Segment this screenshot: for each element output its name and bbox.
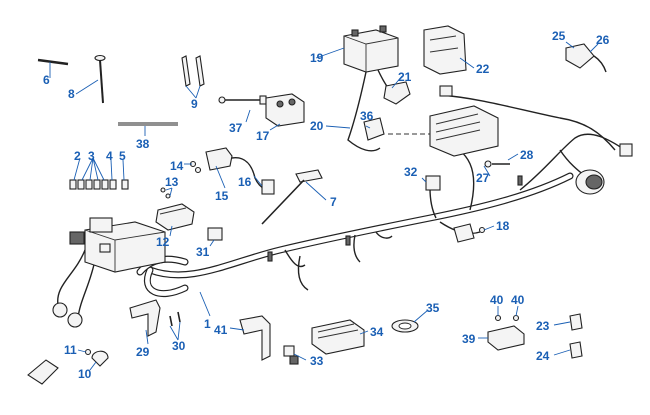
part-31-connector <box>207 227 223 241</box>
part-18-connector <box>453 223 486 243</box>
part-33-connectors <box>283 345 299 365</box>
callout-34: 34 <box>370 325 384 339</box>
callout-15: 15 <box>215 189 229 203</box>
callout-5: 5 <box>119 149 126 163</box>
callout-6: 6 <box>43 73 50 87</box>
part-30-screws <box>169 311 181 327</box>
part-23-24-relays <box>569 313 583 359</box>
callout-13: 13 <box>165 175 179 189</box>
part-41-bracket <box>239 315 271 361</box>
part-37-lead <box>218 95 267 105</box>
callout-14: 14 <box>170 159 184 173</box>
callout-35: 35 <box>426 301 440 315</box>
callout-30: 30 <box>172 339 186 353</box>
part-29-bracket <box>129 299 161 337</box>
part-27-28-regulator <box>429 85 510 168</box>
callout-38: 38 <box>136 137 150 151</box>
callout-16: 16 <box>238 175 252 189</box>
main-wiring-harness <box>57 94 626 319</box>
part-25-26-sensor <box>565 43 607 73</box>
callout-8: 8 <box>68 87 75 101</box>
callout-7: 7 <box>330 195 337 209</box>
leader-lines <box>49 41 599 371</box>
callout-25: 25 <box>552 29 566 43</box>
part-11-10-horn <box>27 348 109 385</box>
callout-labels: 6 8 9 38 37 17 2 3 4 5 14 13 15 16 12 31… <box>43 29 610 381</box>
part-17-relay <box>265 93 305 127</box>
callout-27: 27 <box>476 171 490 185</box>
callout-10: 10 <box>78 367 92 381</box>
fuse-relay-box <box>52 217 166 328</box>
part-20-36-wires <box>347 69 461 152</box>
part-34-controller <box>311 319 365 355</box>
callout-18: 18 <box>496 219 510 233</box>
callout-23: 23 <box>536 319 550 333</box>
callout-28: 28 <box>520 148 534 162</box>
callout-24: 24 <box>536 349 550 363</box>
part-2-5-fuses <box>69 179 129 190</box>
right-connectors <box>575 143 633 195</box>
part-19-battery <box>343 25 399 73</box>
callout-37: 37 <box>229 121 243 135</box>
callout-19: 19 <box>310 51 324 65</box>
callout-3: 3 <box>88 149 95 163</box>
callout-1: 1 <box>204 317 211 331</box>
callout-2: 2 <box>74 149 81 163</box>
callout-36: 36 <box>360 109 374 123</box>
part-9-clips <box>181 55 205 87</box>
part-12-ecu <box>155 187 195 231</box>
part-7-cable-tie <box>261 169 323 225</box>
part-39-40-module <box>487 314 525 351</box>
callout-11: 11 <box>64 343 77 357</box>
part-35-ring <box>391 319 419 333</box>
callout-40-left: 40 <box>490 293 504 307</box>
callout-31: 31 <box>196 245 210 259</box>
callout-17: 17 <box>256 129 270 143</box>
part-22-holder <box>423 25 467 75</box>
callout-9: 9 <box>191 97 198 111</box>
callout-29: 29 <box>136 345 150 359</box>
part-8-bolt <box>94 54 106 104</box>
callout-41: 41 <box>214 323 228 337</box>
part-6-rod <box>37 58 69 66</box>
part-32-connector <box>425 175 441 191</box>
callout-20: 20 <box>310 119 324 133</box>
part-14-16-sensor <box>189 147 275 195</box>
callout-33: 33 <box>310 354 324 368</box>
callout-40-right: 40 <box>511 293 525 307</box>
callout-26: 26 <box>596 33 610 47</box>
callout-39: 39 <box>462 332 476 346</box>
callout-32: 32 <box>404 165 418 179</box>
callout-4: 4 <box>106 149 113 163</box>
callout-12: 12 <box>156 235 170 249</box>
callout-21: 21 <box>398 70 412 84</box>
callout-22: 22 <box>476 62 490 76</box>
